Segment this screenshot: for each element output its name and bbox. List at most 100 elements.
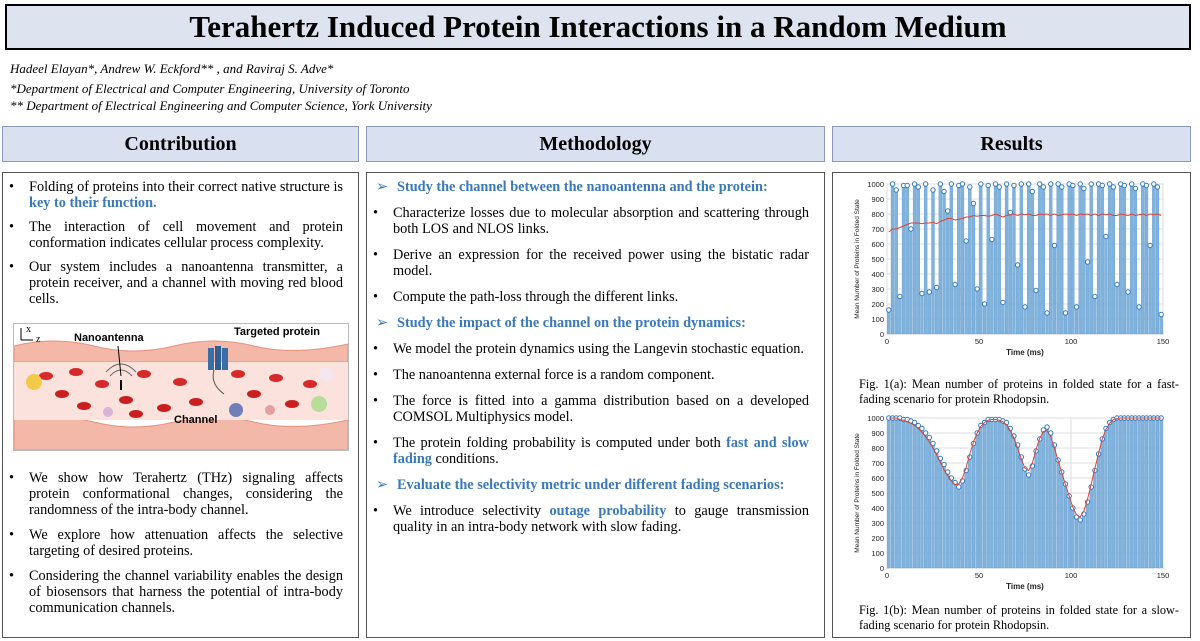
contribution-panel: •Folding of proteins into their correct …	[2, 172, 359, 638]
data-point	[992, 181, 999, 187]
bar	[1041, 429, 1046, 569]
bar	[887, 309, 891, 335]
bar	[1104, 428, 1108, 569]
data-point	[1136, 304, 1142, 310]
data-point	[904, 182, 910, 189]
mean-line	[888, 417, 1162, 518]
y-axis-label: Mean Number of Proteins in Folded State	[854, 433, 861, 553]
bar	[1012, 435, 1016, 569]
bar	[890, 417, 895, 569]
list-item: •Compute the path-loss through the diffe…	[373, 289, 679, 305]
bar	[938, 458, 943, 569]
data-point	[1003, 181, 1010, 187]
bar	[1119, 417, 1123, 569]
bar	[1027, 474, 1031, 569]
bar	[986, 185, 990, 335]
bar	[971, 443, 976, 569]
bar	[979, 425, 983, 569]
highlight-text: key to their function.	[29, 195, 157, 211]
list-item: •The protein folding probability is comp…	[373, 435, 809, 467]
bar	[1045, 426, 1049, 569]
bar	[1089, 183, 1093, 335]
bar	[1004, 422, 1009, 569]
data-point	[1025, 472, 1032, 478]
list-item: •The interaction of cell movement and pr…	[9, 219, 343, 251]
data-point	[1092, 293, 1098, 300]
data-point	[897, 293, 903, 300]
bar	[1019, 183, 1023, 335]
x-tick-label: 150	[1157, 571, 1170, 580]
bar	[1155, 417, 1160, 569]
data-point	[985, 182, 991, 189]
bar	[1023, 306, 1027, 335]
bar	[975, 432, 979, 569]
bar	[1159, 417, 1163, 569]
bar	[1056, 183, 1060, 335]
y-tick-label: 100	[871, 315, 884, 324]
data-point	[978, 181, 984, 187]
bar	[942, 191, 946, 335]
bar	[920, 428, 924, 569]
bar	[938, 183, 943, 335]
blood-vessel-diagram: x z Nanoantenna Targeted protein Channel	[13, 323, 349, 451]
list-item: •Our system includes a nanoantenna trans…	[9, 259, 343, 307]
bar	[953, 482, 957, 569]
poster-title: Terahertz Induced Protein Interactions i…	[189, 9, 1007, 44]
data-point	[922, 181, 929, 187]
data-point	[956, 484, 962, 490]
bar	[909, 420, 913, 569]
bar	[1104, 236, 1108, 335]
mean-line	[888, 213, 1162, 233]
bar	[1067, 495, 1071, 569]
x-tick-label: 0	[885, 571, 889, 580]
methodology-heading-2: ➢Study the impact of the channel on the …	[376, 315, 746, 331]
bar	[1100, 438, 1104, 569]
data-point	[1121, 182, 1128, 189]
data-point	[1147, 242, 1153, 249]
data-point	[981, 301, 988, 307]
data-point	[893, 187, 899, 193]
y-tick-label: 900	[871, 195, 884, 204]
bar	[1141, 417, 1145, 569]
bar	[1019, 456, 1023, 569]
bar	[1126, 417, 1130, 569]
bar	[1034, 290, 1038, 335]
bar	[993, 419, 998, 569]
data-point	[948, 181, 955, 187]
data-point	[919, 290, 925, 297]
bar	[949, 183, 954, 335]
methodology-list-2: •We model the protein dynamics using the…	[367, 341, 809, 467]
methodology-heading-1: ➢Study the channel between the nanoanten…	[376, 179, 768, 195]
figure-caption-a: Fig. 1(a): Mean number of proteins in fo…	[859, 377, 1179, 406]
bar	[1060, 186, 1064, 335]
bar	[949, 477, 954, 569]
data-point	[967, 184, 973, 190]
x-tick-label: 150	[1157, 337, 1170, 346]
data-point	[1099, 182, 1105, 189]
bar	[1004, 183, 1009, 335]
data-point	[1037, 181, 1043, 187]
bar	[1038, 438, 1042, 569]
data-point	[911, 419, 918, 426]
contribution-list-top: •Folding of proteins into their correct …	[3, 179, 343, 307]
bar	[912, 183, 917, 335]
affiliation-1: *Department of Electrical and Computer E…	[10, 81, 410, 96]
bar	[957, 185, 961, 335]
bar	[1060, 471, 1064, 569]
bar	[898, 417, 902, 569]
bar	[905, 185, 909, 335]
bar	[905, 419, 909, 569]
bar	[982, 422, 987, 569]
data-point	[1110, 184, 1117, 190]
data-point	[945, 208, 951, 214]
y-axis-label: Mean Number of Proteins in Folded State	[854, 199, 861, 319]
bar	[887, 417, 891, 569]
data-point	[911, 181, 918, 187]
data-point	[1151, 181, 1157, 187]
section-header-contribution: Contribution	[2, 126, 359, 162]
data-point	[989, 236, 995, 243]
data-point	[1051, 242, 1058, 249]
bar	[1030, 465, 1035, 569]
bar	[1100, 185, 1104, 335]
